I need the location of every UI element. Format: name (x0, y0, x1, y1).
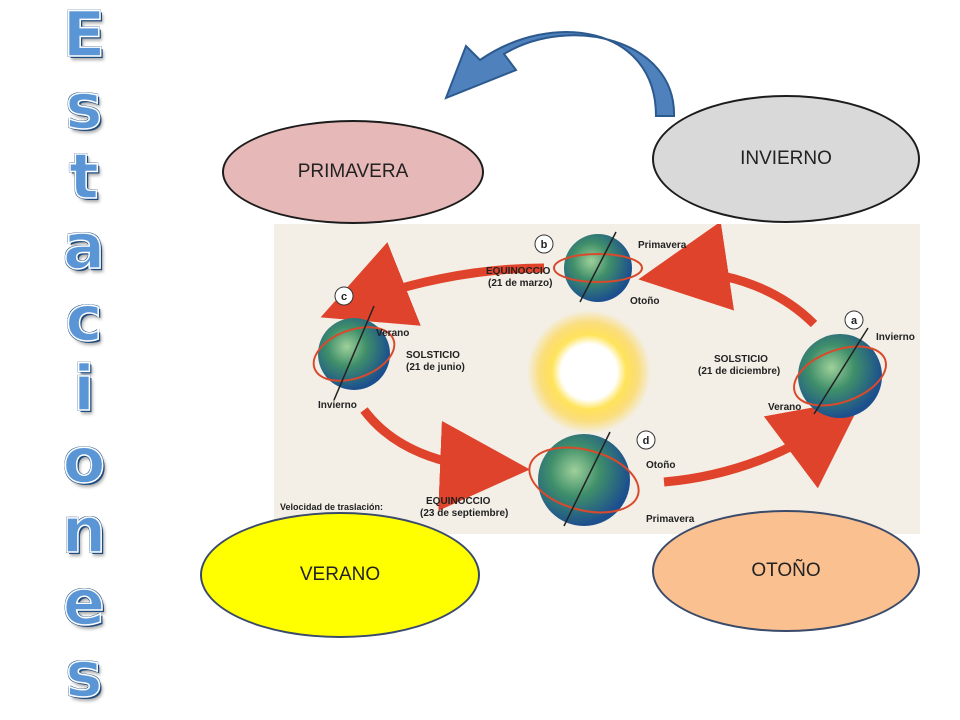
event-date: (21 de marzo) (488, 278, 552, 289)
label-top: Primavera (638, 240, 687, 251)
sun-icon (527, 310, 651, 434)
label-top: Invierno (876, 332, 915, 343)
earth-position-c: c Verano Invierno SOLSTICIO (21 de junio… (312, 286, 465, 411)
title-letter: s (65, 638, 103, 711)
label-bottom: Verano (768, 402, 801, 413)
earth-icon (538, 434, 630, 526)
orbit-arrow (320, 242, 545, 326)
title-letter: s (65, 70, 103, 143)
position-letter: a (851, 315, 858, 327)
season-invierno: INVIERNO (652, 95, 920, 223)
title-letter: c (65, 282, 103, 355)
event-name: EQUINOCCIO (486, 266, 551, 277)
label-bottom: Invierno (318, 400, 357, 411)
earth-position-a: a Invierno Verano SOLSTICIO (21 de dicie… (698, 310, 915, 418)
earth-position-d: d Otoño Primavera EQUINOCCIO (23 de sept… (420, 430, 695, 527)
title-letter: n (61, 494, 107, 567)
season-label: VERANO (299, 564, 381, 585)
title-letter: i (73, 352, 96, 425)
curved-arrow-icon (444, 31, 676, 117)
diagram-caption: Velocidad de traslación: (280, 502, 383, 512)
orbit-arrow (360, 407, 530, 511)
label-bottom: Otoño (630, 296, 659, 307)
event-name: EQUINOCCIO (426, 496, 491, 507)
season-verano: VERANO (200, 512, 480, 638)
event-name: SOLSTICIO (714, 354, 768, 365)
event-date: (21 de diciembre) (698, 366, 780, 377)
orbit-diagram-svg: b Primavera Otoño EQUINOCCIO (21 de marz… (280, 221, 915, 527)
vertical-title: E s t a c i o n e s (34, 0, 134, 720)
title-letter: t (68, 140, 99, 213)
orbit-diagram: b Primavera Otoño EQUINOCCIO (21 de marz… (274, 221, 920, 534)
season-label: INVIERNO (740, 148, 832, 169)
title-letter: E (62, 0, 106, 71)
title-letter: a (62, 210, 105, 283)
position-letter: b (541, 239, 548, 251)
label-top: Verano (376, 328, 409, 339)
season-primavera: PRIMAVERA (222, 120, 484, 224)
earth-position-b: b Primavera Otoño EQUINOCCIO (21 de marz… (486, 231, 687, 307)
season-otono: OTOÑO (652, 510, 920, 632)
position-letter: d (643, 435, 650, 447)
position-letter: c (341, 291, 347, 303)
season-label: OTOÑO (751, 560, 821, 581)
orbit-arrow (638, 221, 818, 328)
label-bottom: Primavera (646, 514, 695, 525)
orbit-arrow (663, 398, 863, 489)
season-label: PRIMAVERA (297, 161, 409, 182)
title-letter: o (62, 424, 106, 497)
event-date: (21 de junio) (406, 362, 465, 373)
event-name: SOLSTICIO (406, 350, 460, 361)
event-date: (23 de septiembre) (420, 508, 508, 519)
label-top: Otoño (646, 460, 675, 471)
title-letter: e (62, 566, 106, 639)
earth-icon (798, 334, 882, 418)
